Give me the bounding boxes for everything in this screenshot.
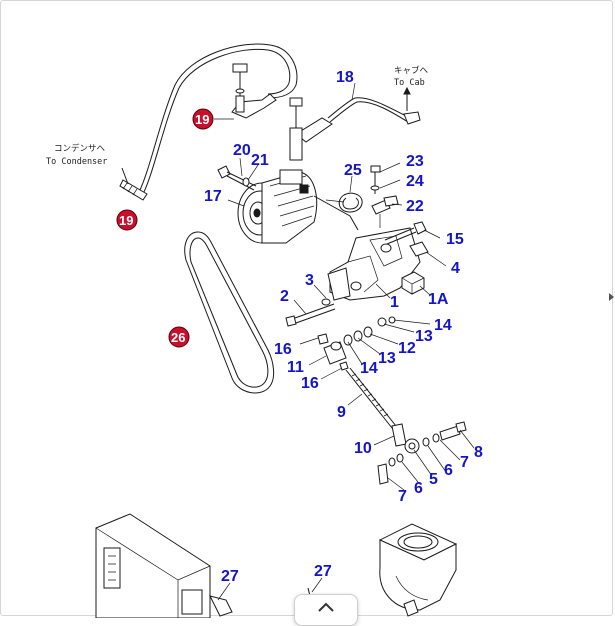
callout-21: 21 [251, 152, 269, 169]
callout-14-upper: 14 [434, 317, 452, 334]
callout-12: 12 [398, 340, 416, 357]
hose-fitting-upper [231, 63, 277, 119]
compressor [237, 169, 359, 244]
badge-19-upper-label: 19 [195, 112, 209, 127]
callout-7-lower: 7 [398, 488, 407, 505]
lower-hardware [377, 421, 467, 485]
bolt-20 [217, 165, 257, 191]
cab-hose [289, 86, 421, 161]
badge-19-upper: 19 [192, 108, 214, 130]
callout-8: 8 [474, 444, 483, 461]
bolt-15 [384, 221, 427, 245]
callout-16-lower: 16 [301, 375, 319, 392]
badge-26-label: 26 [171, 330, 185, 345]
part-1a [401, 271, 425, 295]
callout-11: 11 [287, 359, 304, 376]
callout-3: 3 [305, 272, 314, 289]
callout-2: 2 [280, 288, 289, 305]
lower-unit-right [307, 523, 458, 617]
callout-10: 10 [354, 440, 372, 457]
callout-15: 15 [446, 231, 464, 248]
note-cab-jp: キャブへ [394, 65, 429, 76]
callout-27-left: 27 [221, 568, 239, 585]
note-cab-en: To Cab [394, 78, 425, 88]
condenser-hose [119, 43, 298, 201]
collapse-button[interactable] [294, 594, 358, 626]
callout-9: 9 [337, 404, 346, 421]
badge-19-lower-label: 19 [119, 213, 133, 228]
note-to-cab: キャブへ To Cab [394, 65, 429, 88]
callout-labels: 18 20 21 17 25 23 24 22 15 4 3 2 1 1A 14… [204, 69, 483, 585]
callout-6-lower: 6 [414, 480, 423, 497]
callout-17: 17 [204, 188, 222, 205]
callout-27-right: 27 [314, 563, 332, 580]
callout-6-upper: 6 [444, 462, 453, 479]
badge-19-lower: 19 [116, 209, 138, 231]
note-condenser-jp: コンデンサへ [54, 143, 106, 154]
spacer-4 [409, 241, 429, 257]
callout-7-upper: 7 [460, 454, 469, 471]
callout-23: 23 [406, 153, 424, 170]
callout-13-upper: 13 [415, 328, 433, 345]
callout-1a: 1A [428, 291, 449, 308]
callout-4: 4 [451, 260, 460, 277]
bracket [327, 227, 421, 301]
leader-lines [214, 82, 475, 601]
callout-16-upper: 16 [274, 341, 292, 358]
triangle-right-icon[interactable] [609, 293, 614, 301]
callout-20: 20 [233, 142, 251, 159]
callout-24: 24 [406, 173, 424, 190]
lower-unit-left [95, 513, 233, 618]
chevron-up-icon [318, 602, 334, 612]
v-belt [184, 231, 275, 394]
clip-25 [325, 192, 363, 213]
callout-1: 1 [390, 294, 399, 311]
callout-13-lower: 13 [378, 350, 396, 367]
callout-25: 25 [344, 162, 362, 179]
adjuster-parts [317, 316, 396, 371]
callout-18: 18 [336, 69, 354, 86]
note-to-condenser: コンデンサへ To Condenser [46, 143, 129, 185]
bolt-2 [285, 298, 336, 327]
badge-26: 26 [168, 326, 190, 348]
callout-14-lower: 14 [360, 360, 378, 377]
switch-assembly [370, 165, 399, 228]
callout-22: 22 [406, 198, 424, 215]
note-condenser-en: To Condenser [46, 157, 107, 167]
rod-9 [345, 367, 397, 429]
callout-5: 5 [429, 471, 438, 488]
